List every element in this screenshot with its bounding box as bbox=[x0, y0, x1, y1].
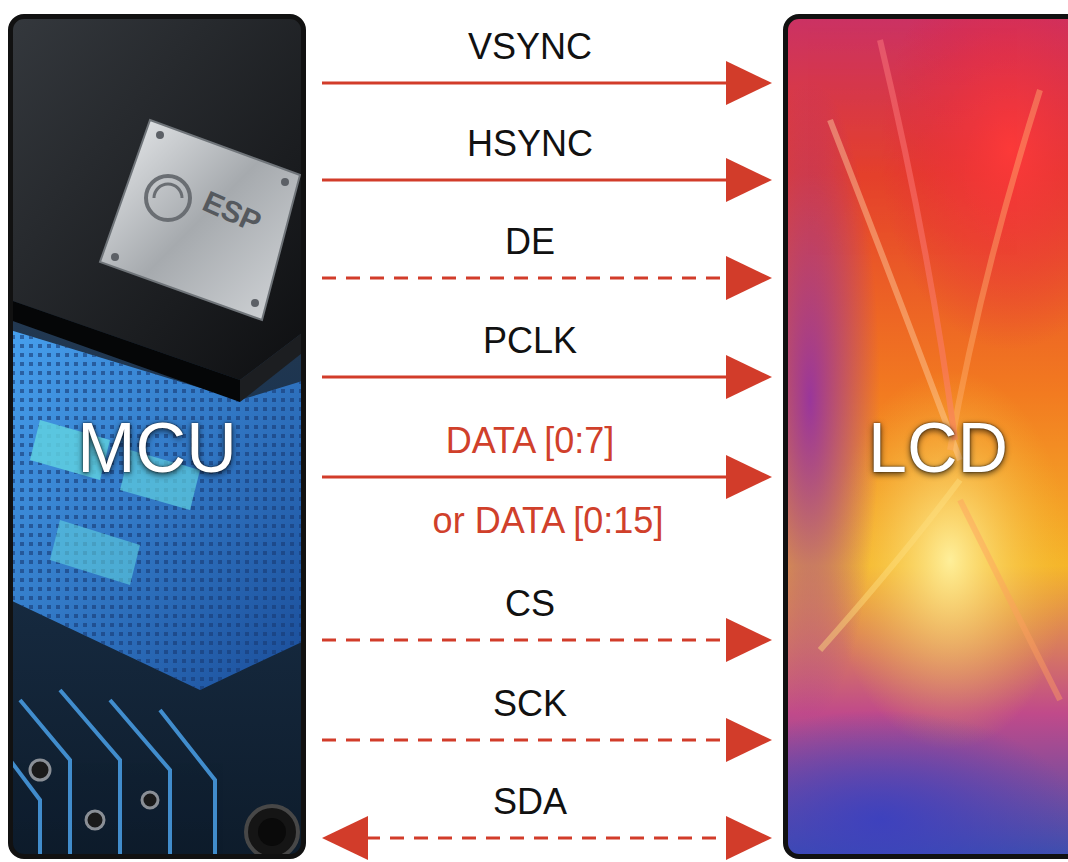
signal-line bbox=[322, 277, 728, 280]
dashed-signal-arrow bbox=[322, 256, 772, 300]
arrow-head bbox=[726, 718, 772, 762]
signal-line bbox=[322, 639, 728, 642]
signal-line bbox=[322, 376, 728, 379]
signal-line bbox=[322, 82, 728, 85]
arrow-head bbox=[726, 455, 772, 499]
mcu-panel: MCU bbox=[8, 14, 306, 859]
signal-line bbox=[366, 837, 728, 840]
signal-arrow bbox=[322, 158, 772, 202]
signal-name: HSYNC bbox=[467, 122, 593, 166]
dashed-signal-arrow bbox=[322, 816, 772, 860]
signal-note: or DATA [0:15] bbox=[433, 499, 664, 543]
signal-line bbox=[322, 476, 728, 479]
lcd-panel: LCD bbox=[783, 14, 1068, 859]
dashed-signal-arrow bbox=[322, 718, 772, 762]
arrow-head bbox=[726, 618, 772, 662]
lcd-label: LCD bbox=[868, 410, 1008, 487]
signal-arrow bbox=[322, 61, 772, 105]
signal-name: DATA [0:7] bbox=[446, 419, 615, 463]
arrow-head bbox=[322, 816, 368, 860]
dashed-signal-arrow bbox=[322, 618, 772, 662]
lcd-artwork bbox=[785, 16, 1068, 857]
signal-name: SDA bbox=[493, 780, 567, 824]
signal-name: VSYNC bbox=[468, 25, 592, 69]
mcu-label: MCU bbox=[77, 410, 236, 487]
arrow-head bbox=[726, 816, 772, 860]
signal-line bbox=[322, 739, 728, 742]
signal-name: SCK bbox=[493, 682, 567, 726]
signal-arrow bbox=[322, 455, 772, 499]
signal-name: CS bbox=[505, 582, 555, 626]
mcu-artwork bbox=[10, 16, 304, 857]
signal-line bbox=[322, 179, 728, 182]
signal-arrow bbox=[322, 355, 772, 399]
arrow-head bbox=[726, 61, 772, 105]
signal-name: PCLK bbox=[483, 319, 577, 363]
arrow-head bbox=[726, 158, 772, 202]
arrow-head bbox=[726, 256, 772, 300]
signal-name: DE bbox=[505, 220, 555, 264]
arrow-head bbox=[726, 355, 772, 399]
